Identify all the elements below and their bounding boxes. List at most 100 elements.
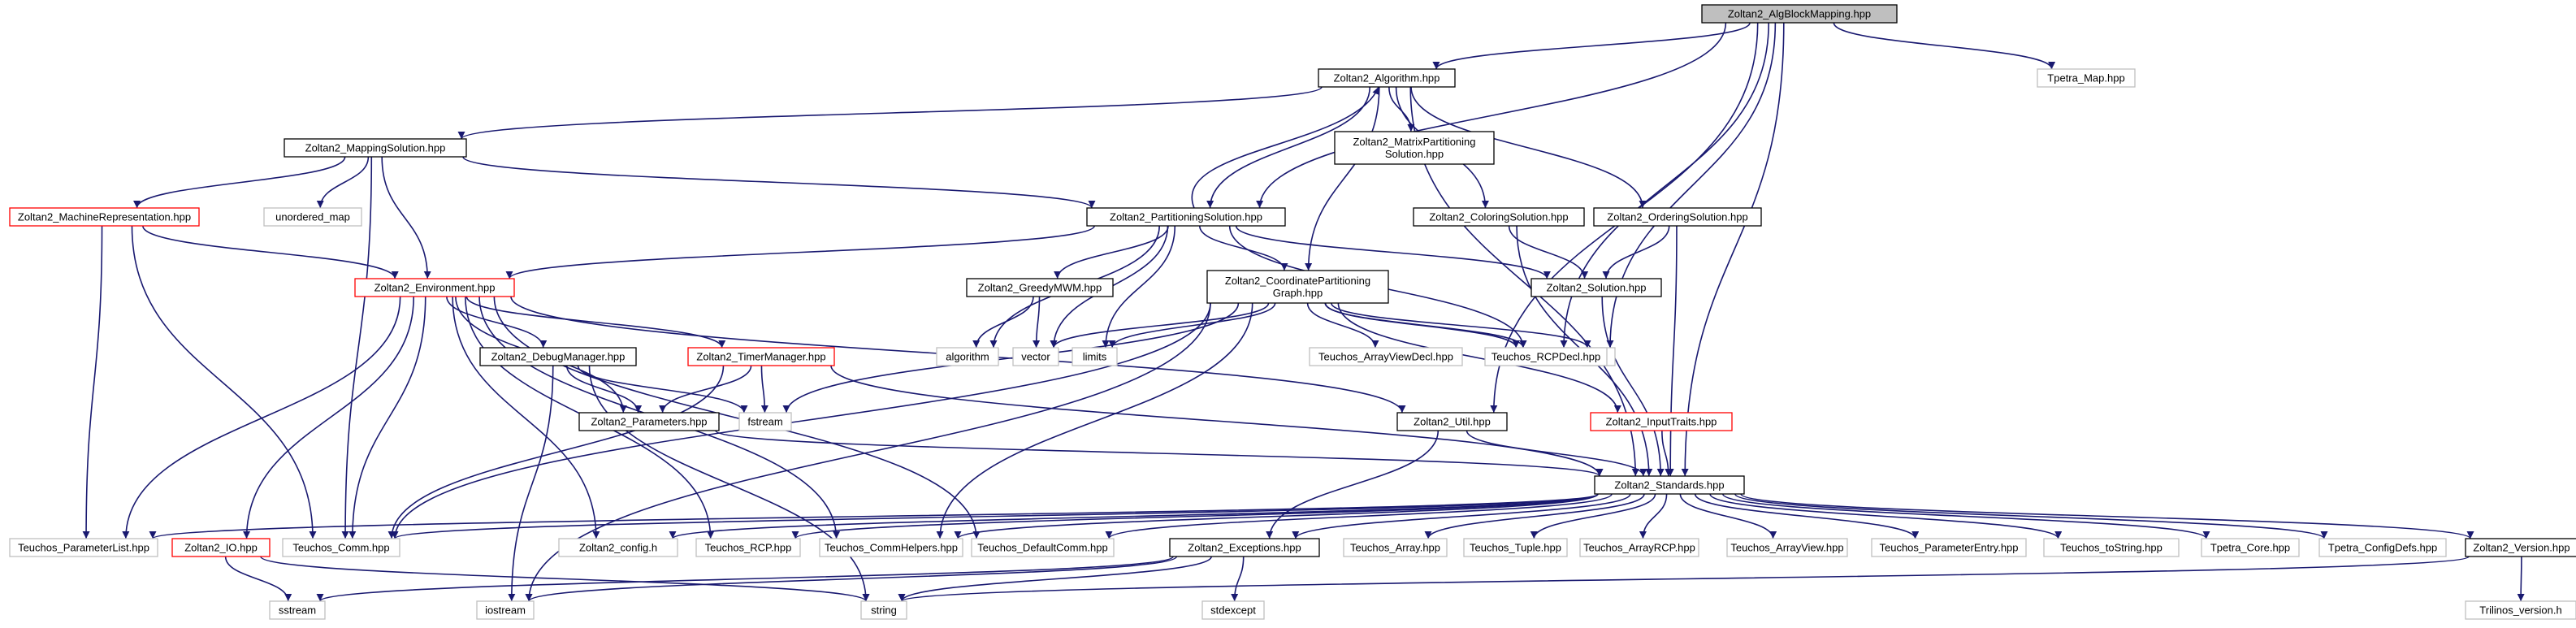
node-iostream[interactable]: iostream bbox=[476, 600, 535, 620]
node-label: Zoltan2_MachineRepresentation.hpp bbox=[18, 211, 191, 223]
node-fstream[interactable]: fstream bbox=[738, 412, 792, 431]
node-string[interactable]: string bbox=[860, 600, 907, 620]
node-param-entry[interactable]: Teuchos_ParameterEntry.hpp bbox=[1871, 538, 2027, 557]
node-tpetra-config[interactable]: Tpetra_ConfigDefs.hpp bbox=[2318, 538, 2447, 557]
node-array-view-decl[interactable]: Teuchos_ArrayViewDecl.hpp bbox=[1309, 347, 1463, 366]
node-box bbox=[1072, 347, 1118, 366]
dependency-edge bbox=[1256, 22, 1727, 209]
node-box bbox=[1086, 207, 1286, 227]
node-label: Zoltan2_IO.hpp bbox=[184, 542, 258, 554]
node-timer-manager[interactable]: Zoltan2_TimerManager.hpp bbox=[687, 347, 835, 366]
node-version[interactable]: Zoltan2_Version.hpp bbox=[2465, 538, 2576, 557]
edge-algorithm_hpp-to-mapping_sol bbox=[457, 86, 1323, 140]
node-comm-helpers[interactable]: Teuchos_CommHelpers.hpp bbox=[819, 538, 963, 557]
node-box bbox=[1396, 412, 1508, 431]
edge-ordering_sol-to-solution bbox=[1602, 225, 1670, 279]
node-box bbox=[171, 538, 271, 557]
node-root[interactable]: Zoltan2_AlgBlockMapping.hpp bbox=[1701, 4, 1898, 24]
node-config-h[interactable]: Zoltan2_config.h bbox=[558, 538, 678, 557]
node-to-string[interactable]: Teuchos_toString.hpp bbox=[2043, 538, 2180, 557]
node-teuchos-rcp[interactable]: Teuchos_RCP.hpp bbox=[695, 538, 801, 557]
node-sstream[interactable]: sstream bbox=[269, 600, 326, 620]
dependency-edge bbox=[1105, 493, 1613, 539]
node-box bbox=[936, 347, 999, 366]
dependency-edge bbox=[1466, 430, 1647, 477]
node-limits[interactable]: limits bbox=[1072, 347, 1118, 366]
node-label: sstream bbox=[279, 604, 316, 617]
node-algorithm-hpp[interactable]: Zoltan2_Algorithm.hpp bbox=[1318, 68, 1456, 88]
node-label: Teuchos_CommHelpers.hpp bbox=[825, 542, 958, 554]
node-label: Zoltan2_Parameters.hpp bbox=[591, 416, 707, 428]
edge-timer_manager-to-teuchos_comm bbox=[387, 365, 725, 539]
node-teuchos-array[interactable]: Teuchos_Array.hpp bbox=[1343, 538, 1448, 557]
node-array-view[interactable]: Teuchos_ArrayView.hpp bbox=[1726, 538, 1848, 557]
node-unordered-map[interactable]: unordered_map bbox=[263, 207, 362, 227]
node-label: Zoltan2_CoordinatePartitioning bbox=[1225, 275, 1370, 287]
dependency-edge bbox=[1033, 296, 1041, 349]
edge-coord_part-to-array_view_decl bbox=[1306, 302, 1379, 349]
edge-part_sol-to-environment bbox=[505, 225, 1095, 279]
node-box bbox=[1206, 270, 1389, 304]
node-exceptions[interactable]: Zoltan2_Exceptions.hpp bbox=[1169, 538, 1320, 557]
dependency-edge bbox=[1108, 302, 1276, 349]
node-environment[interactable]: Zoltan2_Environment.hpp bbox=[354, 278, 515, 297]
node-trilinos-version[interactable]: Trilinos_version.h bbox=[2465, 600, 2576, 620]
node-greedy-mwm[interactable]: Zoltan2_GreedyMWM.hpp bbox=[966, 278, 1114, 297]
node-label: limits bbox=[1083, 351, 1107, 363]
node-box bbox=[9, 538, 158, 557]
edge-part_sol-to-limits bbox=[1102, 225, 1176, 349]
node-algorithm-std[interactable]: algorithm bbox=[936, 347, 999, 366]
edge-greedy_mwm-to-algorithm_std bbox=[972, 296, 1034, 349]
node-stdexcept[interactable]: stdexcept bbox=[1201, 600, 1265, 620]
dependency-edge bbox=[1508, 225, 1589, 279]
dependency-edge bbox=[972, 296, 1034, 349]
node-ordering-sol[interactable]: Zoltan2_OrderingSolution.hpp bbox=[1593, 207, 1762, 227]
node-rcp-decl[interactable]: Teuchos_RCPDecl.hpp bbox=[1484, 347, 1608, 366]
dependency-edge bbox=[1102, 225, 1176, 349]
dependency-edge bbox=[1231, 556, 1245, 602]
node-debug-manager[interactable]: Zoltan2_DebugManager.hpp bbox=[479, 347, 637, 366]
dependency-edge bbox=[565, 365, 643, 414]
node-solution[interactable]: Zoltan2_Solution.hpp bbox=[1530, 278, 1662, 297]
node-label: Zoltan2_Standards.hpp bbox=[1614, 479, 1724, 492]
node-array-rcp[interactable]: Teuchos_ArrayRCP.hpp bbox=[1579, 538, 1699, 557]
node-param-list[interactable]: Teuchos_ParameterList.hpp bbox=[9, 538, 158, 557]
dependency-edge bbox=[260, 556, 870, 602]
node-tpetra-map[interactable]: Tpetra_Map.hpp bbox=[2037, 68, 2136, 88]
dependency-edge bbox=[391, 302, 1211, 539]
node-teuchos-comm[interactable]: Teuchos_Comm.hpp bbox=[282, 538, 400, 557]
node-input-traits[interactable]: Zoltan2_InputTraits.hpp bbox=[1590, 412, 1733, 431]
edge-environment-to-config_h bbox=[452, 296, 600, 539]
edge-parameters-to-standards bbox=[715, 430, 1604, 477]
dependency-edge bbox=[1054, 225, 1169, 279]
edge-environment-to-default_comm bbox=[493, 296, 981, 539]
node-tpetra-core[interactable]: Tpetra_Core.hpp bbox=[2201, 538, 2300, 557]
node-coloring-sol[interactable]: Zoltan2_ColoringSolution.hpp bbox=[1413, 207, 1585, 227]
node-mapping-sol[interactable]: Zoltan2_MappingSolution.hpp bbox=[284, 138, 467, 158]
node-standards[interactable]: Zoltan2_Standards.hpp bbox=[1594, 475, 1745, 495]
node-vector[interactable]: vector bbox=[1012, 347, 1059, 366]
node-box bbox=[476, 600, 535, 620]
node-util[interactable]: Zoltan2_Util.hpp bbox=[1396, 412, 1508, 431]
edge-environment-to-param_list bbox=[122, 296, 401, 539]
dependency-edge bbox=[1305, 86, 1380, 271]
dependency-edge bbox=[1235, 225, 1551, 279]
node-part-sol[interactable]: Zoltan2_PartitioningSolution.hpp bbox=[1086, 207, 1286, 227]
edge-algorithm_hpp-to-coord_part bbox=[1305, 86, 1380, 271]
dependency-edge bbox=[387, 365, 725, 539]
node-parameters[interactable]: Zoltan2_Parameters.hpp bbox=[578, 412, 720, 431]
edge-debug_manager-to-parameters bbox=[565, 365, 643, 414]
edge-standards-to-default_comm bbox=[1105, 493, 1613, 539]
node-machine-rep[interactable]: Zoltan2_MachineRepresentation.hpp bbox=[9, 207, 200, 227]
node-label: iostream bbox=[485, 604, 526, 617]
dependency-edge bbox=[525, 556, 1178, 602]
node-io-hpp[interactable]: Zoltan2_IO.hpp bbox=[171, 538, 271, 557]
edge-solution-to-standards bbox=[1601, 296, 1665, 477]
node-label: Teuchos_ArrayView.hpp bbox=[1730, 542, 1843, 554]
node-default-comm[interactable]: Teuchos_DefaultComm.hpp bbox=[971, 538, 1115, 557]
dependency-edge bbox=[1681, 22, 1785, 477]
edge-greedy_mwm-to-vector bbox=[1033, 296, 1041, 349]
node-teuchos-tuple[interactable]: Teuchos_Tuple.hpp bbox=[1463, 538, 1568, 557]
